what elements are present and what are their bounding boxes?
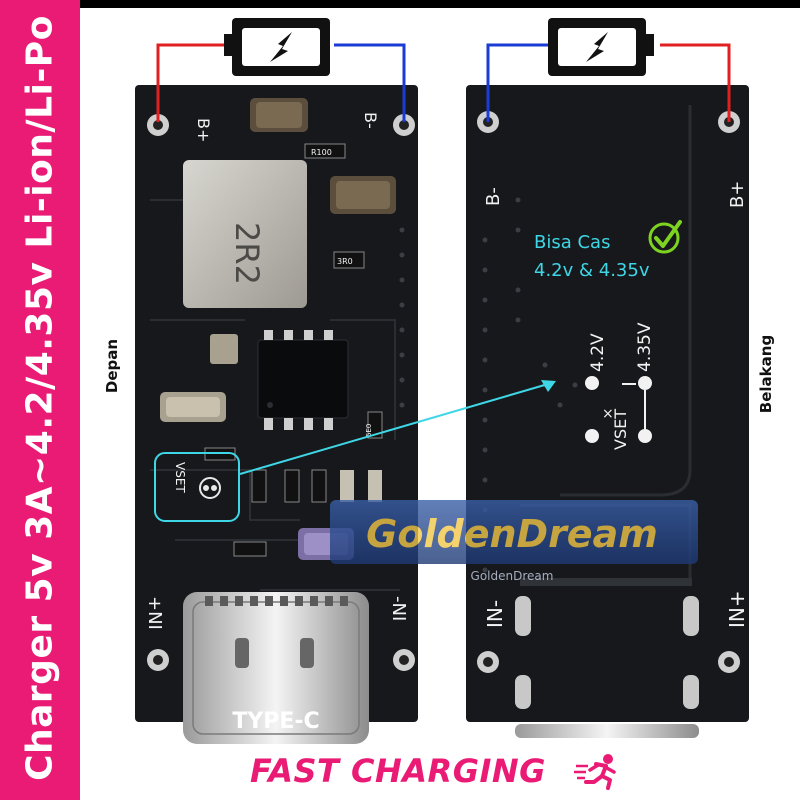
- back-b-minus-label: B-: [483, 187, 504, 206]
- back-in-plus-label: IN+: [725, 590, 749, 628]
- check-icon: [648, 220, 682, 254]
- front-in-plus-label: +NI: [144, 596, 165, 630]
- charger-ic: [257, 339, 349, 419]
- front-b-minus-label: B-: [361, 112, 380, 129]
- callout-line: [239, 383, 549, 475]
- label-4-2v: 4.2V: [588, 333, 608, 372]
- resistor-5e0-label: 5E0: [365, 424, 373, 437]
- usb-c-port-back: [515, 724, 699, 738]
- back-vset-label: VSET: [611, 409, 630, 450]
- charge-note-line2: 4.2v & 4.35v: [534, 260, 650, 281]
- inductor-label: 2R2: [228, 222, 266, 285]
- back-battery-wiring: [486, 43, 731, 122]
- front-board: B+ B- R100 2R2 3R0: [135, 85, 418, 744]
- battery-icon: [224, 18, 330, 76]
- label-4-35v: 4.35V: [635, 322, 655, 372]
- front-in-minus-label: -NI: [388, 596, 409, 621]
- type-c-label: TYPE-C: [232, 709, 319, 734]
- front-vset-label: VSET: [173, 462, 187, 493]
- top-border: [0, 0, 800, 8]
- fast-charging-label: FAST CHARGING: [250, 752, 546, 790]
- resistor-r100-label: R100: [311, 148, 332, 157]
- watermark-text: GoldenDream: [366, 512, 658, 556]
- vset-solder-pad: [199, 477, 221, 499]
- back-b-plus-label: B+: [727, 181, 748, 208]
- vset-highlight-box: [154, 452, 240, 522]
- back-board: B- B+ Bisa Cas 4.2v & 4.35v 4.2V 4.35V V…: [466, 85, 749, 738]
- resistor: [333, 251, 365, 269]
- resistor-3r0-label: 3R0: [337, 257, 353, 266]
- watermark: GoldenDream GoldenDream: [330, 500, 698, 583]
- ceramic-capacitor: [210, 334, 238, 364]
- front-battery-wiring: [156, 43, 406, 122]
- watermark-subtext: GoldenDream: [471, 569, 554, 583]
- usb-c-port: [183, 592, 369, 744]
- resistor: [304, 143, 346, 159]
- battery-icon: [548, 18, 654, 76]
- title-sidebar: Charger 5v 3A~4.2/4.35v Li-ion/Li-Po: [0, 0, 80, 800]
- charge-note-line1: Bisa Cas: [534, 232, 610, 253]
- inductor: [183, 160, 307, 308]
- running-person-icon: [574, 754, 616, 790]
- x-mark: ×: [602, 406, 614, 422]
- front-b-plus-label: B+: [194, 118, 213, 142]
- callout-arrowhead: [541, 380, 556, 392]
- back-in-minus-label: IN-: [483, 600, 507, 628]
